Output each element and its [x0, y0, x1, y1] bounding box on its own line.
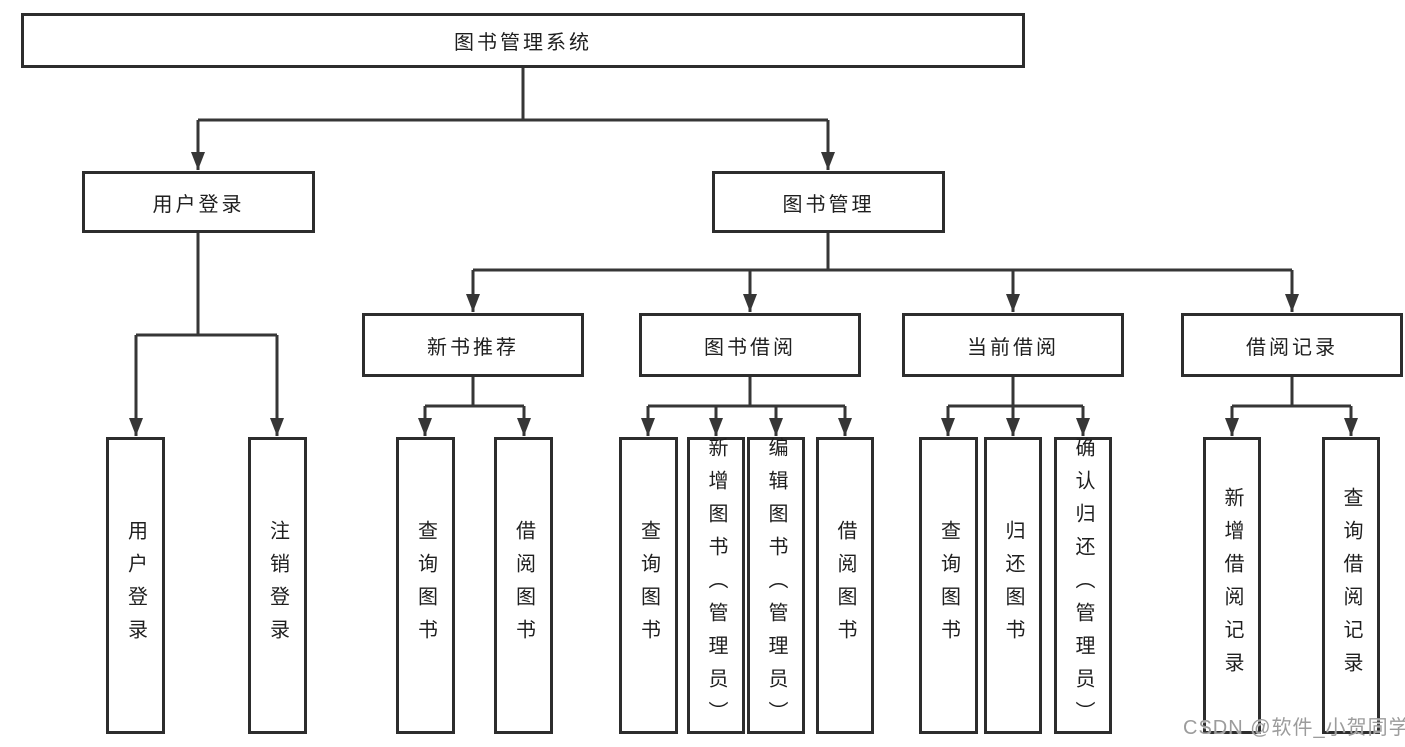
leaf-query-books-borrowing-label: 查询图书 [637, 519, 660, 652]
leaf-borrow-books-recommend: 借阅图书 [494, 437, 553, 734]
connector-user-login [136, 233, 277, 337]
leaf-user-login-label: 用户登录 [124, 519, 147, 652]
leaf-user-login: 用户登录 [106, 437, 165, 734]
leaf-confirm-return-admin: 确认归还（管理员） [1054, 437, 1112, 734]
node-new-book-recommend-label: 新书推荐 [427, 336, 519, 359]
node-library-system: 图书管理系统 [21, 13, 1025, 68]
node-book-borrowing-label: 图书借阅 [704, 336, 796, 359]
leaf-add-borrow-record-label: 新增借阅记录 [1221, 486, 1243, 685]
leaf-borrow-books: 借阅图书 [816, 437, 874, 734]
leaf-return-books: 归还图书 [984, 437, 1042, 734]
leaf-borrow-books-label: 借阅图书 [834, 519, 856, 652]
leaf-query-books-current-label: 查询图书 [937, 519, 960, 652]
node-borrowing-records: 借阅记录 [1181, 313, 1403, 377]
leaf-borrow-books-recommend-label: 借阅图书 [512, 519, 535, 652]
leaf-query-borrow-record: 查询借阅记录 [1322, 437, 1380, 734]
leaf-edit-books-admin: 编辑图书（管理员） [747, 437, 805, 734]
node-user-login-label: 用户登录 [152, 193, 245, 216]
leaf-query-books-borrowing: 查询图书 [619, 437, 678, 734]
leaf-return-books-label: 归还图书 [1002, 519, 1024, 652]
leaf-edit-books-admin-label: 编辑图书（管理员） [765, 437, 787, 734]
node-current-borrowing-label: 当前借阅 [967, 336, 1059, 359]
leaf-add-books-admin-label: 新增图书（管理员） [705, 437, 727, 734]
leaf-add-borrow-record: 新增借阅记录 [1203, 437, 1261, 734]
leaf-logout-label: 注销登录 [266, 519, 289, 652]
connector-current-borrowing [948, 377, 1083, 408]
node-book-borrowing: 图书借阅 [639, 313, 861, 377]
leaf-query-books-recommend: 查询图书 [396, 437, 455, 734]
leaf-logout: 注销登录 [248, 437, 307, 734]
leaf-query-borrow-record-label: 查询借阅记录 [1340, 486, 1362, 685]
node-new-book-recommend: 新书推荐 [362, 313, 584, 377]
csdn-watermark: CSDN @软件_小贺同学 [1183, 717, 1405, 739]
node-borrowing-records-label: 借阅记录 [1246, 336, 1338, 359]
node-current-borrowing: 当前借阅 [902, 313, 1124, 377]
node-user-login: 用户登录 [82, 171, 315, 233]
connector-root [198, 68, 828, 122]
connector-borrowing-records [1232, 377, 1351, 408]
connector-book-borrowing [648, 377, 845, 408]
node-book-management-label: 图书管理 [782, 193, 875, 216]
leaf-add-books-admin: 新增图书（管理员） [687, 437, 745, 734]
connector-new-book-recommend [425, 377, 524, 408]
leaf-query-books-current: 查询图书 [919, 437, 978, 734]
leaf-query-books-recommend-label: 查询图书 [414, 519, 437, 652]
connector-book-management [473, 233, 1292, 272]
node-library-system-label: 图书管理系统 [454, 32, 592, 54]
node-book-management: 图书管理 [712, 171, 945, 233]
leaf-confirm-return-admin-label: 确认归还（管理员） [1072, 437, 1094, 734]
